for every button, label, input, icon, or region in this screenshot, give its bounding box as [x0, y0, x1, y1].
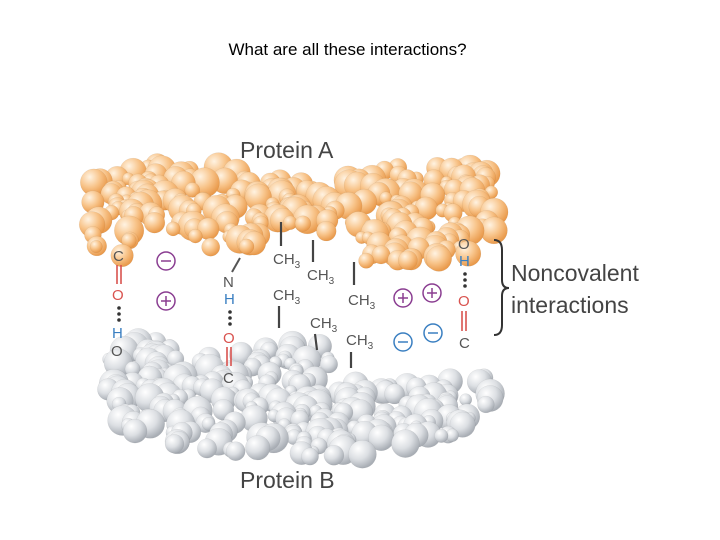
bracket-icon	[493, 239, 510, 336]
middle-hydrogen-bond: N H O C	[223, 257, 241, 387]
plus-charge-icon	[393, 288, 413, 308]
protein-b-label: Protein B	[240, 467, 335, 493]
protein-a-surface	[78, 152, 509, 272]
slide-title: What are all these interactions?	[228, 40, 467, 59]
atom-h: H	[459, 253, 470, 270]
minus-charge-icon	[393, 332, 413, 352]
bracket-label-line2: interactions	[511, 292, 629, 318]
methyl-label: CH3	[307, 267, 335, 287]
atom-o: O	[458, 293, 470, 310]
plus-charge-icon	[156, 291, 176, 311]
methyl-label: CH3	[273, 287, 301, 307]
methyl-label: CH3	[346, 332, 374, 352]
protein-b-surface	[97, 328, 505, 469]
plus-charge-icon	[422, 283, 442, 303]
atom-c: C	[459, 335, 470, 352]
minus-charge-icon	[156, 251, 176, 271]
right-hydrogen-bond: O H O C	[458, 236, 470, 352]
minus-charge-icon	[423, 323, 443, 343]
atom-o: O	[112, 287, 124, 304]
atom-o: O	[458, 236, 470, 253]
atom-h: H	[224, 291, 235, 308]
bracket-label-line1: Noncovalent	[511, 260, 639, 286]
methyl-label: CH3	[348, 292, 376, 312]
atom-h: H	[112, 325, 123, 342]
methyl-label: CH3	[273, 251, 301, 271]
atom-c: C	[223, 370, 234, 387]
atom-c: C	[113, 248, 124, 265]
atom-n: N	[223, 274, 234, 291]
atom-o: O	[223, 330, 235, 347]
left-hydrogen-bond: C O H O	[111, 248, 124, 360]
protein-a-label: Protein A	[240, 137, 334, 163]
atom-o: O	[111, 343, 123, 360]
methyl-label: CH3	[310, 315, 338, 335]
methyl-groups: CH3 CH3 CH3 CH3 CH3 CH3	[273, 222, 376, 368]
